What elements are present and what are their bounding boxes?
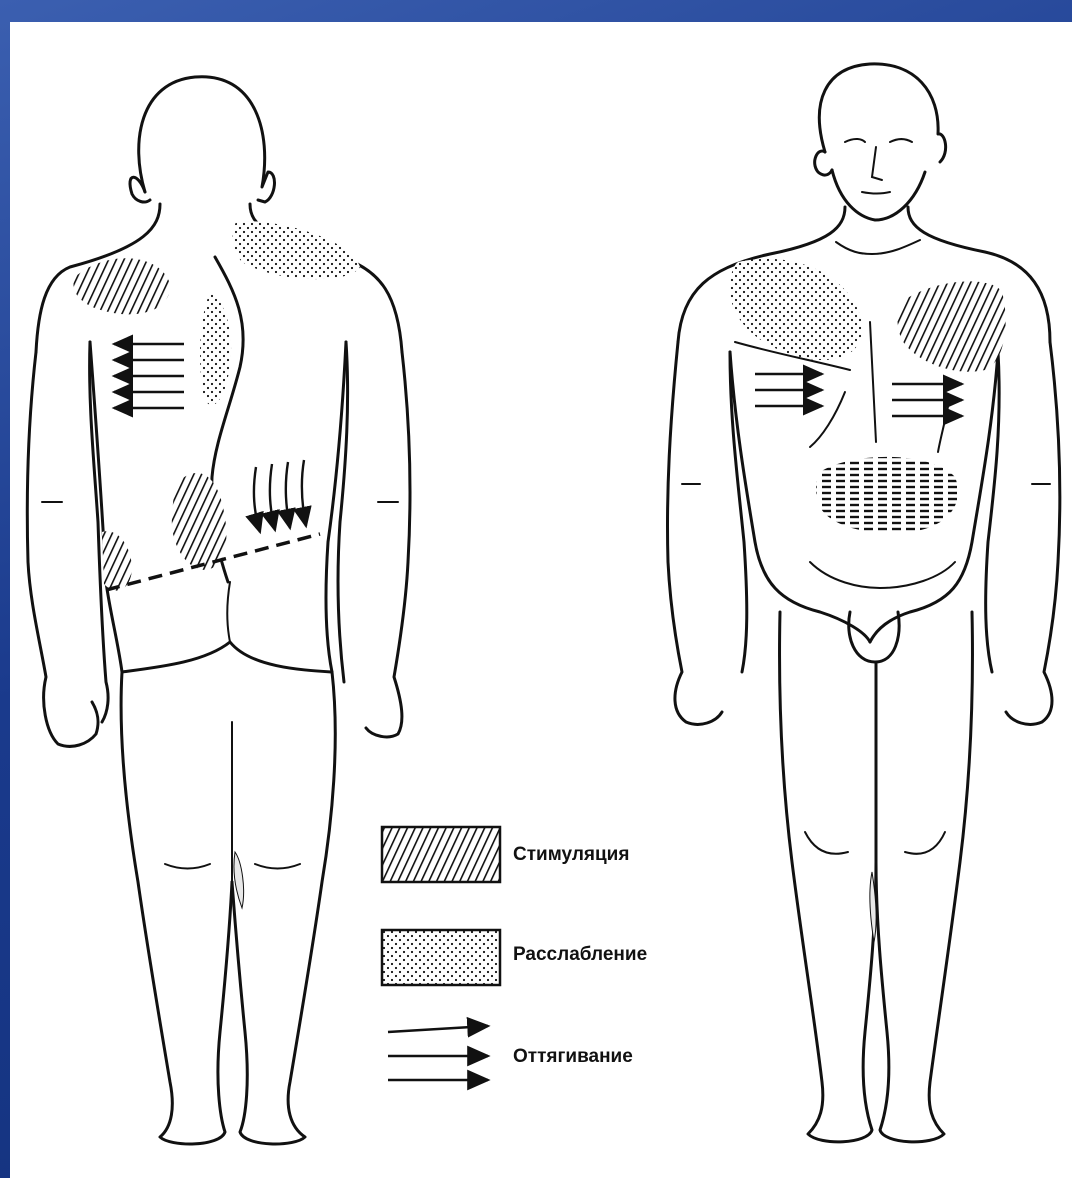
stim-zone-back-hip xyxy=(172,473,227,570)
legend-swatch-pulling xyxy=(388,1026,488,1080)
legend-label-pulling: Оттягивание xyxy=(513,1046,633,1068)
legend-label-stimulation: Стимуляция xyxy=(513,844,629,866)
stim-zone-front-abdomen xyxy=(816,457,958,533)
pulling-arrows-front-left xyxy=(755,374,822,406)
legend-swatch-relaxation xyxy=(382,930,500,985)
relax-zone-back-knee xyxy=(234,852,244,908)
relax-zone-back-neck xyxy=(233,221,360,279)
relax-zone-front-chest xyxy=(730,259,862,360)
legend-swatch-stimulation xyxy=(382,827,500,882)
pulling-arrows-back-lumbar xyxy=(254,460,306,532)
pulling-arrows-back-left xyxy=(114,344,184,408)
legend xyxy=(382,827,500,1080)
stim-zone-back-flank xyxy=(102,531,132,590)
diagram-panel: Стимуляция Расслабление Оттягивание xyxy=(10,22,1072,1178)
front-view-figure xyxy=(667,64,1059,1142)
stim-zone-back-shoulder xyxy=(74,258,171,314)
body-diagram xyxy=(10,22,1072,1178)
back-view-figure xyxy=(27,77,410,1144)
legend-label-relaxation: Расслабление xyxy=(513,944,647,966)
pulling-arrows-front-right xyxy=(892,384,962,416)
relax-zone-back-spine xyxy=(200,292,231,405)
stim-zone-front-chest xyxy=(898,281,1006,371)
